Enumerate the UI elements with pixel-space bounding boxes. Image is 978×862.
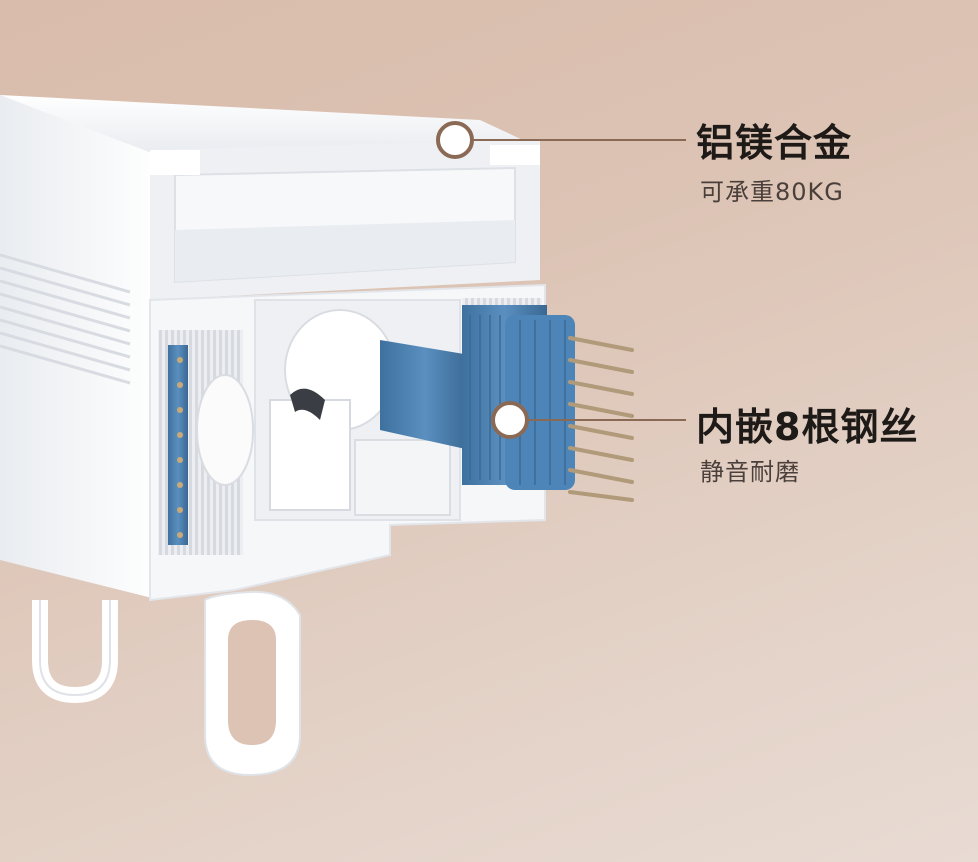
left-belt-strip: [168, 345, 188, 545]
toothed-belt: [380, 305, 575, 490]
runner-wheels: [196, 309, 451, 516]
callout-marker-1: [436, 121, 686, 159]
rail-side-ridges: [0, 253, 131, 385]
callout-marker-2: [491, 401, 686, 439]
steel-wires: [568, 336, 634, 502]
callout-subtitle-silent: 静音耐磨: [700, 458, 800, 486]
callout-subtitle-load: 可承重80KG: [700, 178, 844, 206]
callout-title-wires: 内嵌8根钢丝: [696, 405, 919, 449]
curtain-hooks: [32, 590, 301, 777]
callout-title-alloy: 铝镁合金: [696, 121, 853, 165]
